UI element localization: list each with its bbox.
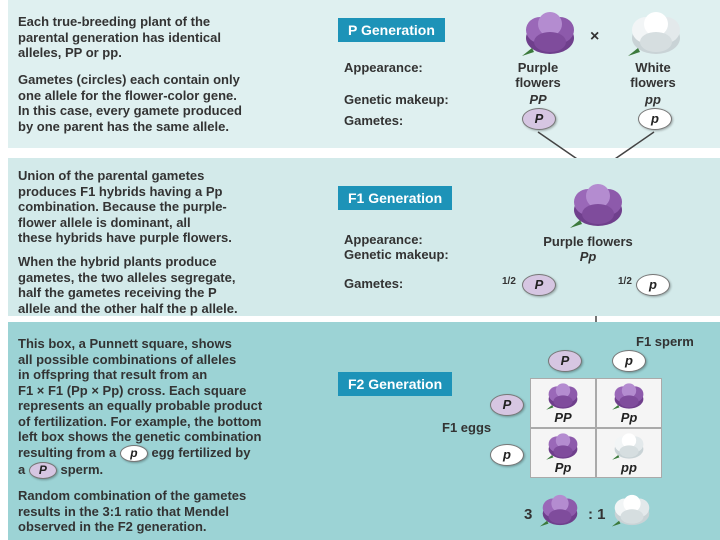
inline-gamete-p: p xyxy=(120,445,148,462)
purple-flower-icon xyxy=(611,381,647,411)
gamete-p: p xyxy=(636,274,670,296)
sperm-gamete-P: P xyxy=(548,350,582,372)
inline-gamete-P: P xyxy=(29,462,57,479)
text-fragment: a xyxy=(18,462,25,477)
union-explanation: Union of the parental gametes produces F… xyxy=(18,168,232,246)
egg-gamete-p: p xyxy=(490,444,524,466)
punnett-explanation: This box, a Punnett square, shows all po… xyxy=(18,336,262,479)
punnett-cell-Pp-bottom: Pp xyxy=(530,428,596,478)
gametes-label: Gametes: xyxy=(344,276,403,291)
half-label-left: 1/2 xyxy=(502,276,516,287)
ratio-three: 3 xyxy=(524,506,532,523)
purple-flower-icon xyxy=(545,431,581,461)
genetic-makeup-label: Genetic makeup: xyxy=(344,247,449,262)
half-label-right: 1/2 xyxy=(618,276,632,287)
text-fragment: resulting from a xyxy=(18,445,116,460)
sperm-gamete-p: p xyxy=(612,350,646,372)
text-line: gametes, the two alleles segregate, xyxy=(18,270,238,286)
text-line-with-gamete: resulting from a p egg fertilized by xyxy=(18,445,262,462)
purple-flower-icon xyxy=(538,492,582,528)
text-line: of fertilization. For example, the botto… xyxy=(18,414,262,430)
egg-gamete-P: P xyxy=(490,394,524,416)
text-line: observed in the F2 generation. xyxy=(18,519,246,535)
text-line: When the hybrid plants produce xyxy=(18,254,238,270)
white-flower-icon xyxy=(611,431,647,461)
text-line: combination. Because the purple- xyxy=(18,199,232,215)
ratio-one: : 1 xyxy=(588,506,606,523)
punnett-cell-Pp-top: Pp xyxy=(596,378,662,428)
text-line-with-gamete: a P sperm. xyxy=(18,462,262,479)
gamete-P: P xyxy=(522,274,556,296)
cell-genotype: PP xyxy=(531,410,595,425)
punnett-cell-pp: pp xyxy=(596,428,662,478)
text-line: in offspring that result from an xyxy=(18,367,262,383)
text-line: This box, a Punnett square, shows xyxy=(18,336,262,352)
f1-appearance: Purple flowers xyxy=(518,234,658,249)
f1-eggs-label: F1 eggs xyxy=(442,420,491,435)
text-line: represents an equally probable product xyxy=(18,398,262,414)
text-line: Union of the parental gametes xyxy=(18,168,232,184)
purple-flower-icon xyxy=(568,180,628,230)
text-line: Random combination of the gametes xyxy=(18,488,246,504)
cell-genotype: pp xyxy=(597,460,661,475)
white-flower-icon xyxy=(610,492,654,528)
ratio-explanation: Random combination of the gametes result… xyxy=(18,488,246,535)
text-line: these hybrids have purple flowers. xyxy=(18,230,232,246)
text-line: flower allele is dominant, all xyxy=(18,215,232,231)
f1-sperm-label: F1 sperm xyxy=(636,334,694,349)
f1-generation-banner: F1 Generation xyxy=(338,186,452,210)
text-fragment: egg fertilized by xyxy=(152,445,251,460)
text-line: allele and the other half the p allele. xyxy=(18,301,238,317)
f2-generation-panel: This box, a Punnett square, shows all po… xyxy=(8,322,720,540)
text-line: results in the 3:1 ratio that Mendel xyxy=(18,504,246,520)
text-fragment: sperm. xyxy=(60,462,103,477)
text-line: all possible combinations of alleles xyxy=(18,352,262,368)
text-line: left box shows the genetic combination xyxy=(18,429,262,445)
f2-generation-banner: F2 Generation xyxy=(338,372,452,396)
punnett-cell-PP: PP xyxy=(530,378,596,428)
cell-genotype: Pp xyxy=(531,460,595,475)
appearance-label: Appearance: xyxy=(344,232,423,247)
text-line: half the gametes receiving the P xyxy=(18,285,238,301)
f1-generation-panel: Union of the parental gametes produces F… xyxy=(8,158,720,316)
segregation-explanation: When the hybrid plants produce gametes, … xyxy=(18,254,238,316)
text-line: produces F1 hybrids having a Pp xyxy=(18,184,232,200)
text-line: F1 × F1 (Pp × Pp) cross. Each square xyxy=(18,383,262,399)
purple-flower-icon xyxy=(545,381,581,411)
f1-genotype: Pp xyxy=(518,249,658,264)
cell-genotype: Pp xyxy=(597,410,661,425)
